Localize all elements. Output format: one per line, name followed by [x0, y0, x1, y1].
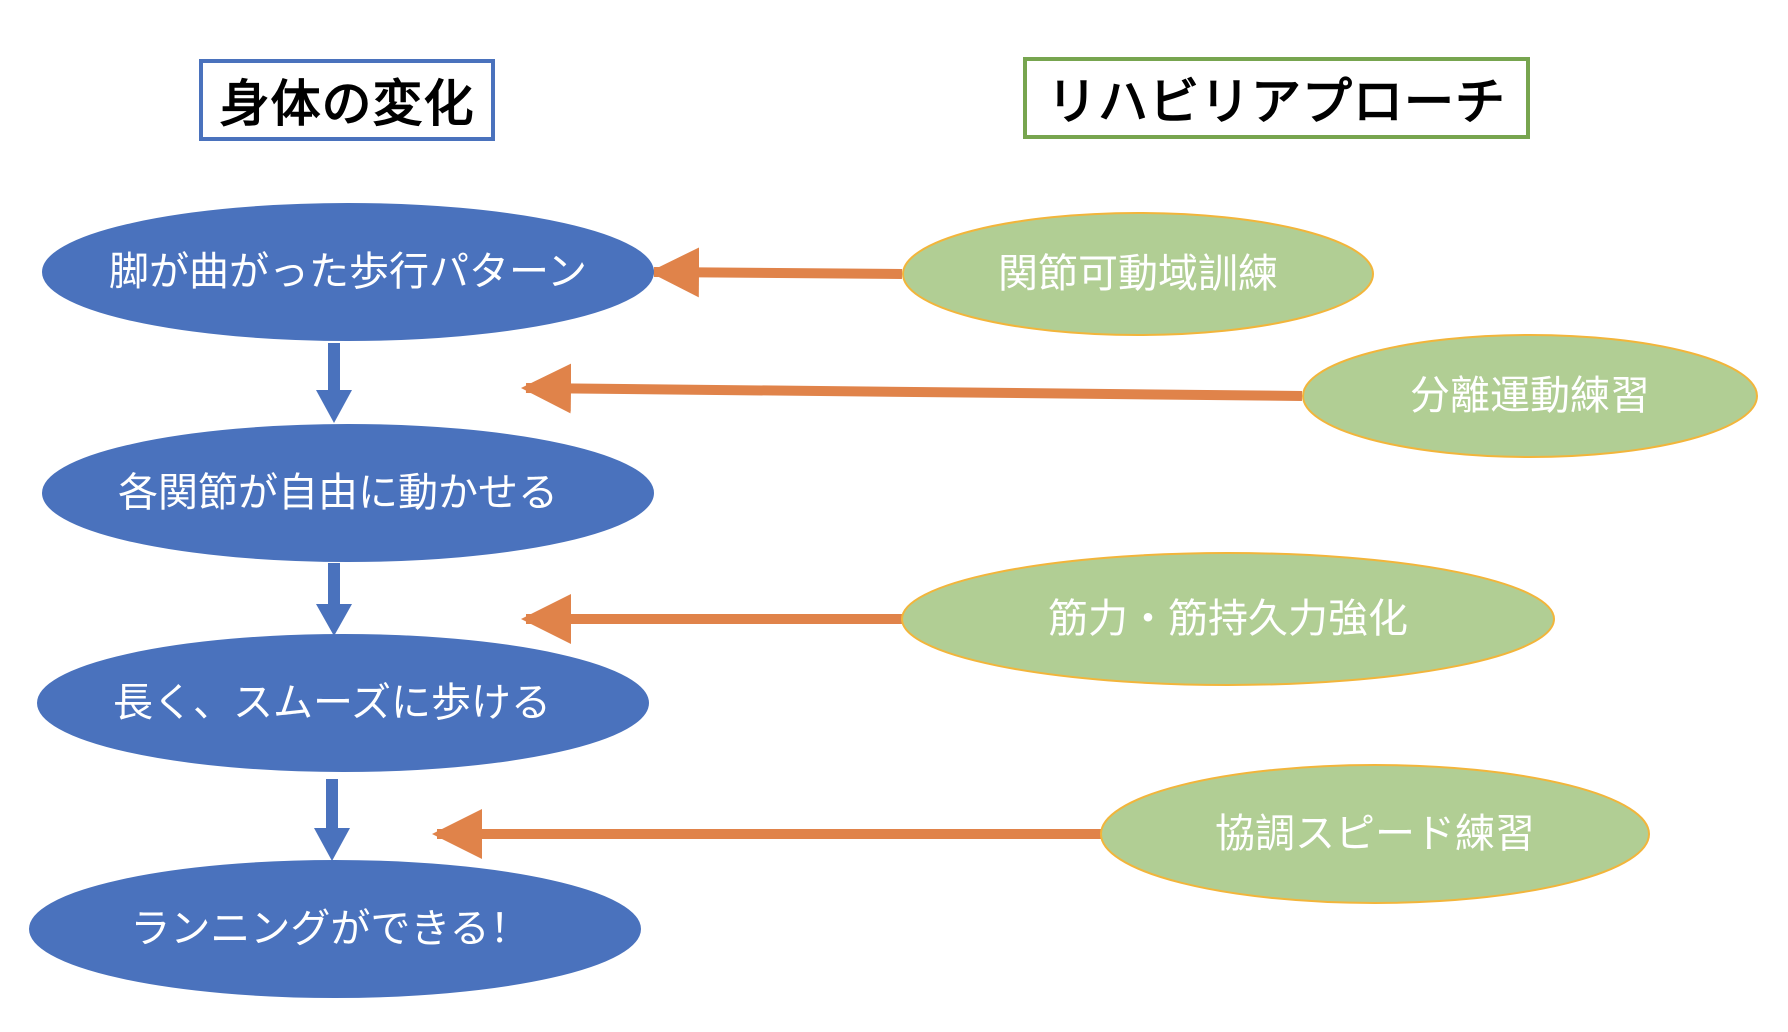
body-change-node-3: 長く、スムーズに歩ける: [37, 634, 649, 772]
body-change-node-4: ランニングができる！: [29, 860, 641, 998]
rehab-approach-node-2: 分離運動練習: [1302, 334, 1758, 458]
rehab-approach-label: 協調スピード練習: [1215, 811, 1535, 857]
rehab-approach-header: リハビリアプローチ: [1023, 57, 1530, 139]
flow-arrow-2-to-3: [316, 563, 352, 636]
body-change-node-2: 各関節が自由に動かせる: [42, 424, 654, 562]
body-change-label: 各関節が自由に動かせる: [118, 470, 558, 516]
body-changes-header: 身体の変化: [199, 59, 495, 141]
body-change-label: 長く、スムーズに歩ける: [113, 680, 551, 726]
rehab-approach-node-1: 関節可動域訓練: [902, 212, 1374, 336]
flow-arrow-3-to-4: [314, 779, 350, 861]
flow-arrow-1-to-2: [316, 343, 352, 423]
rehab-approach-label: 関節可動域訓練: [998, 251, 1278, 297]
rehab-approach-label: 分離運動練習: [1410, 373, 1650, 419]
rehab-approach-node-3: 筋力・筋持久力強化: [901, 552, 1555, 686]
body-change-label: ランニングができる！: [130, 906, 529, 952]
approach-arrow-1: [649, 247, 903, 298]
rehab-approach-label: 筋力・筋持久力強化: [1048, 596, 1408, 642]
body-change-node-1: 脚が曲がった歩行パターン: [42, 203, 654, 341]
approach-arrow-2: [521, 363, 1303, 414]
rehab-approach-node-4: 協調スピード練習: [1100, 764, 1650, 904]
body-change-label: 脚が曲がった歩行パターン: [109, 249, 587, 295]
